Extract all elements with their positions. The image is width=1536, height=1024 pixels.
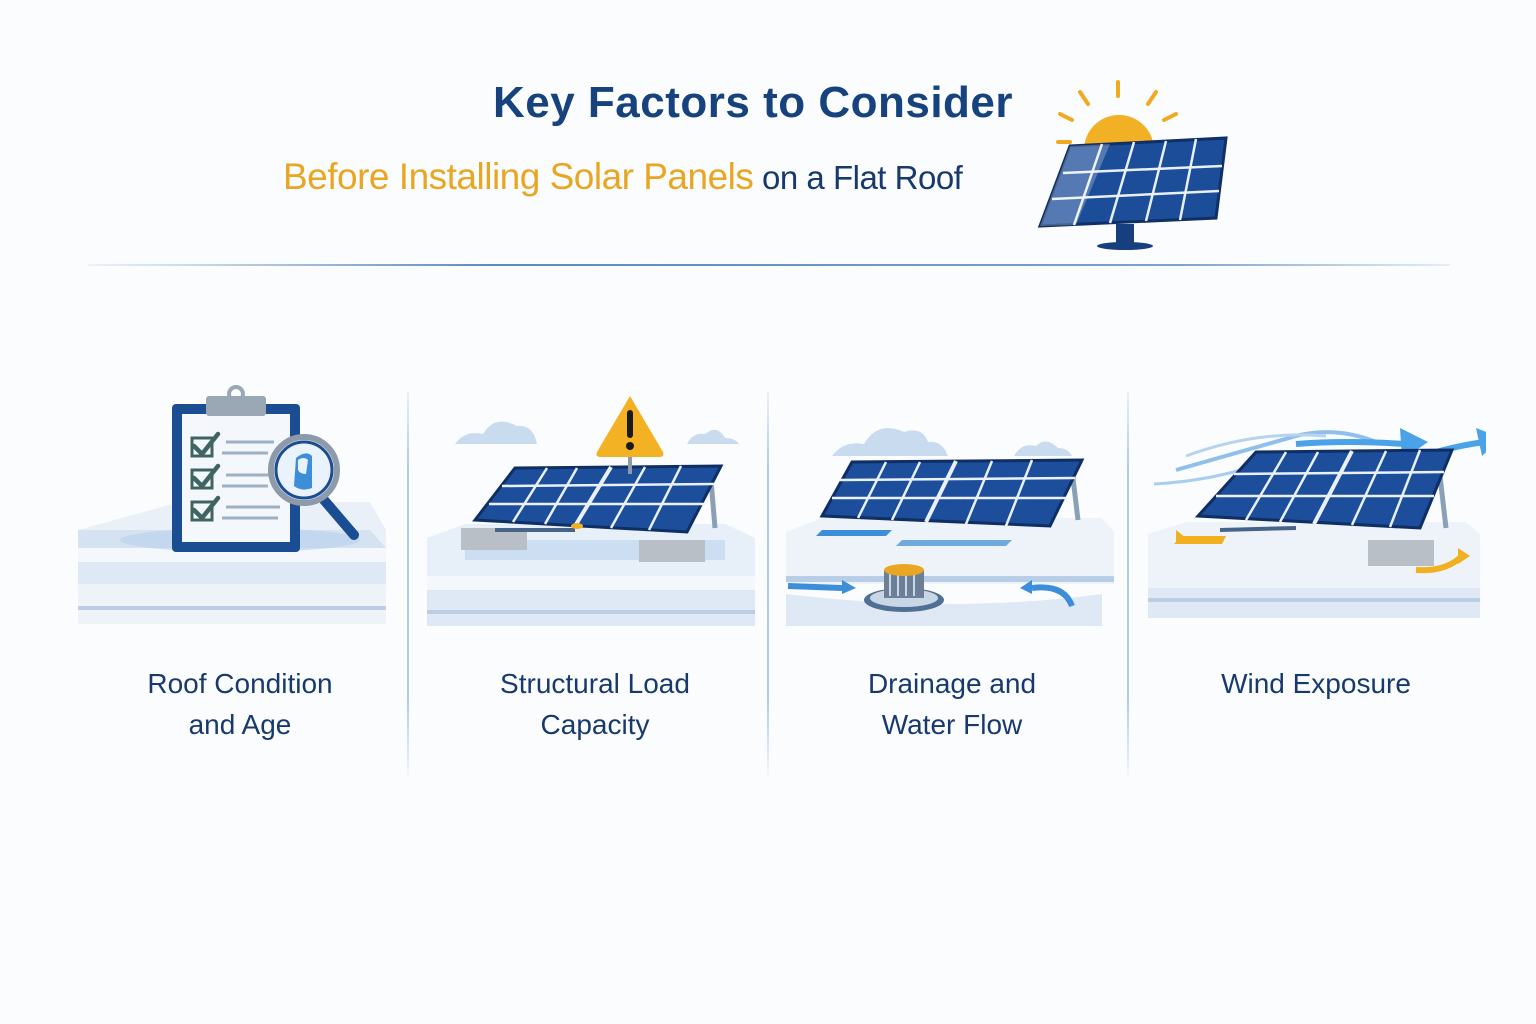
- infographic-subtitle: Before Installing Solar Panels on a Flat…: [283, 156, 963, 198]
- factor-label-line2: and Age: [188, 709, 292, 740]
- roof-drain-water-arrows-icon: [786, 428, 1114, 626]
- factor-card-wind-exposure: Wind Exposure: [1146, 380, 1486, 780]
- factor-label-line2: Capacity: [540, 709, 650, 740]
- header-divider: [88, 264, 1450, 266]
- factor-label-line1: Wind Exposure: [1221, 668, 1411, 699]
- factor-label-line1: Roof Condition: [147, 668, 333, 699]
- factor-label: Wind Exposure: [1146, 663, 1486, 704]
- factor-card-roof-condition: Roof Condition and Age: [70, 380, 410, 780]
- warning-solar-panel-ballast-icon: [427, 396, 755, 626]
- factor-label-line1: Drainage and: [867, 668, 1037, 699]
- wind-arrows-solar-panel-icon: [1148, 428, 1486, 618]
- column-separator: [1127, 392, 1129, 776]
- column-separator: [767, 392, 769, 776]
- factor-label-line2: Water Flow: [881, 709, 1023, 740]
- column-separator: [407, 392, 409, 776]
- factor-label: Roof Condition and Age: [70, 663, 410, 745]
- infographic-title: Key Factors to Consider: [492, 78, 1014, 127]
- sun-solar-panel-icon: [1037, 80, 1228, 250]
- factors-row: Roof Condition and Age: [70, 380, 1490, 780]
- subtitle-rest: on a Flat Roof: [753, 159, 963, 196]
- clipboard-checklist-magnifier-icon: [78, 385, 386, 624]
- subtitle-highlight: Before Installing Solar Panels: [283, 156, 754, 197]
- factor-label-line1: Structural Load: [500, 668, 690, 699]
